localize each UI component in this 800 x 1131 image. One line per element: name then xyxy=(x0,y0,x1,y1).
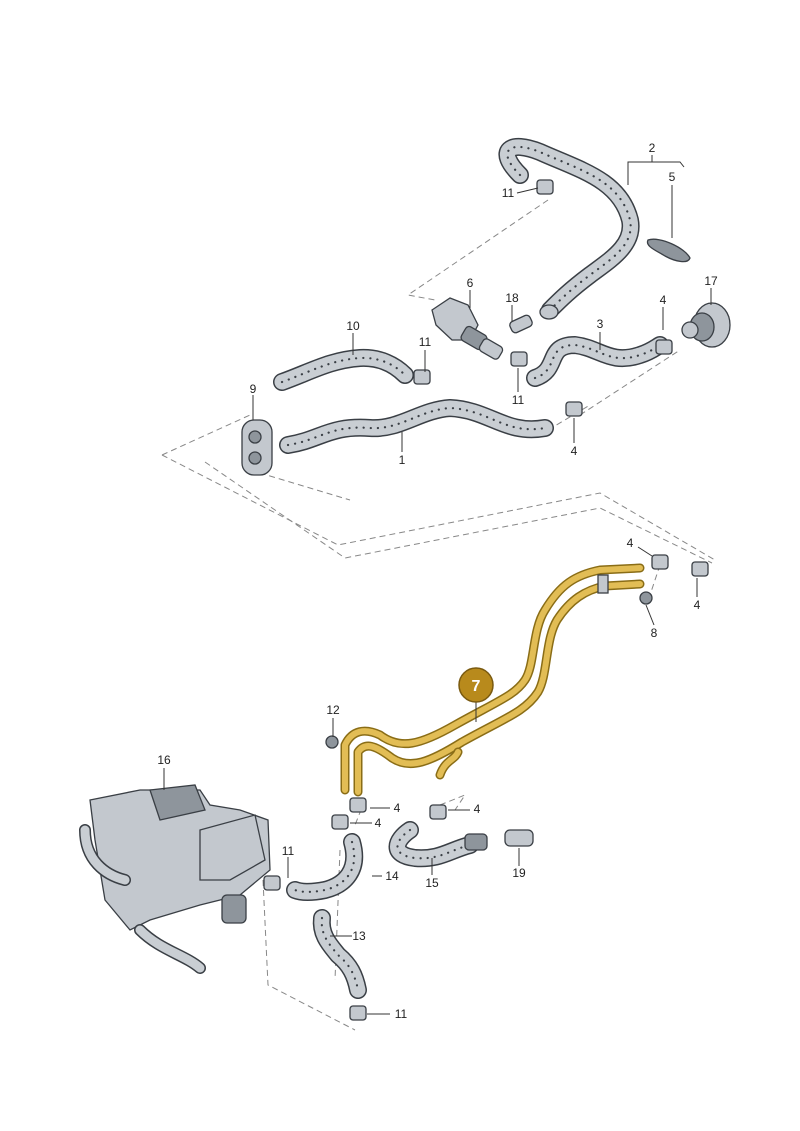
callout-4-g: 4 xyxy=(474,802,481,816)
leader-lines xyxy=(163,155,712,1015)
callout-11-b: 11 xyxy=(419,335,432,349)
callout-17: 17 xyxy=(704,274,718,288)
hose-13 xyxy=(263,875,367,1021)
hose-1 xyxy=(279,399,554,454)
callout-15: 15 xyxy=(425,876,439,890)
callout-4-f: 4 xyxy=(375,816,382,830)
callout-11-e: 11 xyxy=(395,1007,408,1021)
callout-4-e: 4 xyxy=(394,801,401,815)
grommet-5 xyxy=(646,238,691,263)
callout-11-c: 11 xyxy=(512,393,525,407)
coolant-pipe-7 xyxy=(340,563,645,797)
callout-19: 19 xyxy=(512,866,526,880)
hose-10 xyxy=(273,348,414,391)
hose-14 xyxy=(286,833,364,901)
fitting-18 xyxy=(509,314,533,334)
callout-10: 10 xyxy=(346,319,360,333)
callout-11-a: 11 xyxy=(502,186,515,200)
flange-9 xyxy=(241,419,273,476)
hose-15 xyxy=(388,821,488,868)
callout-labels: 1 2 3 4 4 4 4 4 4 4 5 6 7 8 9 10 11 11 1… xyxy=(157,141,718,1021)
clamps-upper xyxy=(413,179,673,417)
callout-18: 18 xyxy=(505,291,519,305)
clamps-pipe xyxy=(325,554,709,830)
hose-2 xyxy=(498,137,640,320)
callout-3: 3 xyxy=(597,317,604,331)
callout-16: 16 xyxy=(157,753,171,767)
fitting-19 xyxy=(504,829,534,847)
bulkhead-seal-17 xyxy=(681,302,731,348)
callout-1: 1 xyxy=(399,453,406,467)
hose-3 xyxy=(526,336,669,387)
callout-11-d: 11 xyxy=(282,844,295,858)
auxiliary-heater-16 xyxy=(79,784,271,974)
callout-6: 6 xyxy=(467,276,474,290)
callout-14: 14 xyxy=(385,869,399,883)
assembly-guide-lines xyxy=(161,199,716,1031)
callout-13: 13 xyxy=(352,929,366,943)
callout-4-c: 4 xyxy=(627,536,634,550)
callout-9: 9 xyxy=(250,382,257,396)
callout-4-b: 4 xyxy=(571,444,578,458)
callout-4-d: 4 xyxy=(694,598,701,612)
valve-6 xyxy=(431,297,504,360)
callout-7: 7 xyxy=(472,678,481,695)
callout-5: 5 xyxy=(669,170,676,184)
callout-12: 12 xyxy=(326,703,340,717)
callout-2: 2 xyxy=(649,141,656,155)
highlight-badge xyxy=(458,667,494,703)
callout-4-a: 4 xyxy=(660,293,667,307)
callout-8: 8 xyxy=(651,626,658,640)
